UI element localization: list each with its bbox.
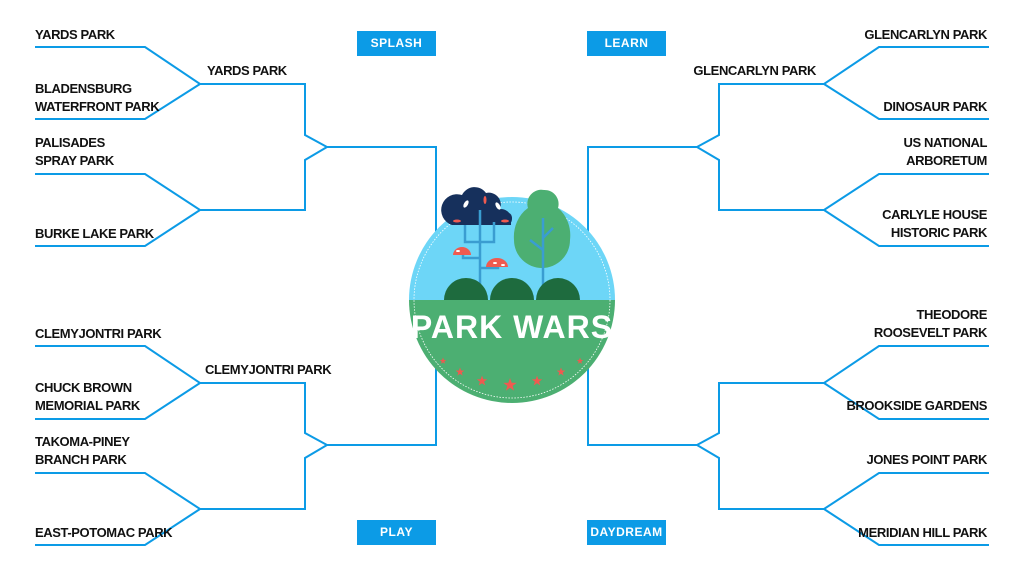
team-meridian-hill: MERIDIAN HILL PARK [858, 525, 987, 540]
team-dinosaur: DINOSAUR PARK [883, 99, 987, 114]
team-glencarlyn: GLENCARLYN PARK [864, 27, 987, 42]
team-us-arboretum: US NATIONAL ARBORETUM [903, 135, 988, 168]
left-top-bracket [35, 46, 437, 247]
category-daydream-button[interactable]: DAYDREAM [587, 520, 666, 545]
right-bottom-bracket [587, 345, 989, 546]
winner-learn: GLENCARLYN PARK [693, 63, 816, 78]
park-wars-logo [409, 187, 615, 403]
bushes [444, 278, 580, 300]
team-burke-lake: BURKE LAKE PARK [35, 226, 154, 241]
winner-play: CLEMYJONTRI PARK [205, 362, 332, 377]
left-bottom-bracket [35, 345, 437, 546]
team-jones-point: JONES POINT PARK [866, 452, 988, 467]
category-splash-button[interactable]: SPLASH [357, 31, 436, 56]
team-clemyjontri: CLEMYJONTRI PARK [35, 326, 162, 341]
team-takoma-piney: TAKOMA-PINEY BRANCH PARK [35, 434, 130, 467]
team-carlyle-house: CARLYLE HOUSE HISTORIC PARK [882, 207, 987, 240]
team-bladensburg: BLADENSBURG WATERFRONT PARK [35, 81, 160, 114]
winner-splash: YARDS PARK [207, 63, 287, 78]
team-chuck-brown: CHUCK BROWN MEMORIAL PARK [35, 380, 140, 413]
team-east-potomac: EAST-POTOMAC PARK [35, 525, 173, 540]
navy-tree-icon [441, 187, 512, 292]
green-tree-icon [513, 189, 571, 292]
category-learn-button[interactable]: LEARN [587, 31, 666, 56]
team-brookside: BROOKSIDE GARDENS [846, 398, 987, 413]
logo-title: PARK WARS [410, 309, 614, 345]
category-play-button[interactable]: PLAY [357, 520, 436, 545]
right-top-bracket [587, 46, 989, 247]
team-theodore-roosevelt: THEODORE ROOSEVELT PARK [873, 307, 988, 340]
team-yards-park: YARDS PARK [35, 27, 115, 42]
mushroom-icon [453, 247, 508, 267]
team-palisades: PALISADES SPRAY PARK [35, 135, 114, 168]
